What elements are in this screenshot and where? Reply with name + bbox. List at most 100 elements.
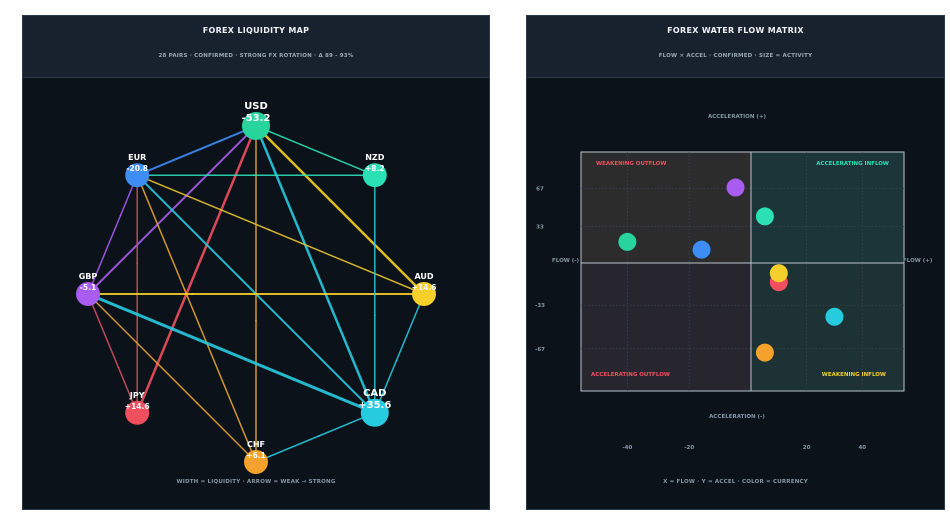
- node-chf: [244, 450, 268, 474]
- node-value-nzd: +8.2: [365, 164, 385, 173]
- scatter-point-8: [755, 343, 774, 362]
- node-cad: [360, 398, 389, 427]
- edge-usd-jpy: [135, 124, 258, 415]
- edge-aud-cad: [374, 293, 425, 414]
- edge-gbp-jpy: [87, 293, 138, 414]
- scatter-point-3: [618, 232, 637, 251]
- quadrant-bg-3: [581, 263, 751, 391]
- flow-tick-usd-aud: [362, 232, 365, 235]
- edge-usd-eur: [136, 125, 257, 177]
- edge-usd-nzd: [255, 125, 376, 176]
- matrix-grid: [581, 152, 904, 391]
- edge-eur-aud: [136, 174, 425, 295]
- flow-tick-eur-aud: [268, 228, 271, 231]
- node-label-chf: CHF: [247, 440, 265, 449]
- scatter-point-2: [755, 207, 774, 226]
- flow-tick-usd-gbp: [167, 212, 170, 215]
- quadrant-label-4: WEAKENING INFLOW: [822, 372, 886, 378]
- flow-tick-usd-jpy: [189, 282, 192, 285]
- node-label-usd: USD: [244, 101, 268, 112]
- flow-tick-gbp-cad: [282, 373, 284, 376]
- flow-tick-chf-cad: [318, 435, 320, 437]
- flow-tick-eur-gbp: [119, 214, 122, 217]
- scatter-point-1: [726, 178, 745, 197]
- node-label-jpy: JPY: [129, 391, 145, 400]
- x-tick-label: 20: [803, 445, 811, 451]
- matrix-border: [580, 151, 905, 392]
- node-value-gbp: -5.1: [80, 283, 96, 292]
- flow-tick-eur-nzd: [252, 174, 255, 177]
- y-tick-label: -33: [535, 303, 545, 309]
- axis-label-bottom: ACCELERATION (-): [709, 414, 765, 420]
- axis-label-left: FLOW (-): [552, 258, 580, 264]
- node-value-chf: +6.1: [246, 451, 266, 460]
- edge-usd-aud: [254, 124, 426, 296]
- node-aud: [412, 282, 436, 306]
- flow-tick-usd-eur: [219, 139, 222, 142]
- y-tick-label: 67: [536, 187, 544, 193]
- node-label-aud: AUD: [414, 272, 433, 281]
- liquidity-map-header: FOREX LIQUIDITY MAP 28 PAIRS · CONFIRMED…: [23, 16, 489, 78]
- matrix-axis-labels: ACCELERATION (+) ACCELERATION (-) FLOW (-)…: [535, 114, 933, 451]
- node-gbp: [76, 282, 100, 306]
- edge-eur-chf: [136, 174, 257, 463]
- node-value-usd: -53.2: [242, 113, 271, 124]
- water-flow-title: FOREX WATER FLOW MATRIX: [667, 26, 804, 35]
- node-usd: [242, 112, 270, 140]
- water-flow-header: FOREX WATER FLOW MATRIX FLOW × ACCEL · C…: [527, 16, 944, 78]
- flow-tick-usd-nzd: [334, 158, 337, 160]
- node-value-eur: -20.8: [126, 164, 148, 173]
- quadrant-label-3: ACCELERATING OUTFLOW: [591, 372, 670, 378]
- node-label-gbp: GBP: [79, 272, 98, 281]
- liquidity-map-subtitle: 28 PAIRS · CONFIRMED · STRONG FX ROTATIO…: [158, 53, 354, 59]
- axis-label-top: ACCELERATION (+): [708, 114, 767, 120]
- flow-tick-nzd-cad: [373, 314, 376, 317]
- liquidity-map-panel: FOREX LIQUIDITY MAP 28 PAIRS · CONFIRMED…: [22, 15, 490, 510]
- network-flow-ticks: [117, 139, 398, 437]
- node-value-cad: +35.6: [358, 400, 391, 411]
- water-flow-subtitle: FLOW × ACCEL · CONFIRMED · SIZE = ACTIVI…: [658, 53, 813, 59]
- liquidity-network-chart: USD-53.2NZD+8.2AUD+14.6CAD+35.6CHF+6.1JP…: [76, 101, 436, 474]
- flow-tick-eur-jpy: [136, 262, 139, 265]
- node-nzd: [362, 163, 387, 188]
- flow-tick-gbp-jpy: [117, 366, 120, 369]
- matrix-points: [618, 178, 844, 362]
- flow-matrix-chart: ACCELERATION (+) ACCELERATION (-) FLOW (-)…: [535, 114, 933, 451]
- network-edges: [86, 124, 426, 463]
- flow-tick-usd-chf: [255, 319, 257, 322]
- y-tick-label: -67: [535, 347, 545, 353]
- flow-tick-usd-cad: [327, 300, 330, 302]
- network-nodes: USD-53.2NZD+8.2AUD+14.6CAD+35.6CHF+6.1JP…: [76, 101, 436, 474]
- liquidity-map-title: FOREX LIQUIDITY MAP: [202, 26, 310, 35]
- flow-tick-gbp-chf: [196, 402, 199, 405]
- scatter-point-4: [692, 240, 711, 259]
- quadrant-label-1: WEAKENING OUTFLOW: [596, 161, 666, 167]
- edge-gbp-cad: [86, 292, 377, 415]
- node-jpy: [125, 400, 150, 425]
- edge-usd-cad: [254, 124, 377, 415]
- scatter-point-6: [769, 264, 788, 283]
- x-tick-label: 40: [858, 445, 866, 451]
- flow-tick-eur-cad: [238, 276, 241, 279]
- node-label-eur: EUR: [128, 153, 146, 162]
- node-value-jpy: +14.6: [125, 402, 150, 411]
- quadrant-bg-2: [751, 152, 904, 263]
- matrix-quadrants: [580, 151, 905, 392]
- node-eur: [125, 163, 150, 188]
- y-tick-label: 33: [536, 224, 544, 230]
- water-flow-panel: FOREX WATER FLOW MATRIX FLOW × ACCEL · C…: [526, 15, 945, 510]
- water-flow-footer: X = FLOW · Y = ACCEL · COLOR = CURRENCY: [663, 479, 808, 485]
- quadrant-bg-1: [581, 152, 751, 263]
- node-label-nzd: NZD: [365, 153, 384, 162]
- flow-tick-gbp-aud: [191, 293, 194, 295]
- quadrant-label-2: ACCELERATING INFLOW: [816, 161, 889, 167]
- edge-eur-gbp: [87, 174, 138, 295]
- edge-gbp-chf: [87, 293, 257, 463]
- flow-tick-eur-chf: [183, 289, 186, 291]
- node-value-aud: +14.6: [412, 283, 437, 292]
- flow-tick-aud-cad: [395, 359, 398, 362]
- x-tick-label: -20: [684, 445, 694, 451]
- scatter-point-7: [825, 307, 844, 326]
- edge-chf-cad: [255, 412, 376, 463]
- x-tick-label: -40: [622, 445, 632, 451]
